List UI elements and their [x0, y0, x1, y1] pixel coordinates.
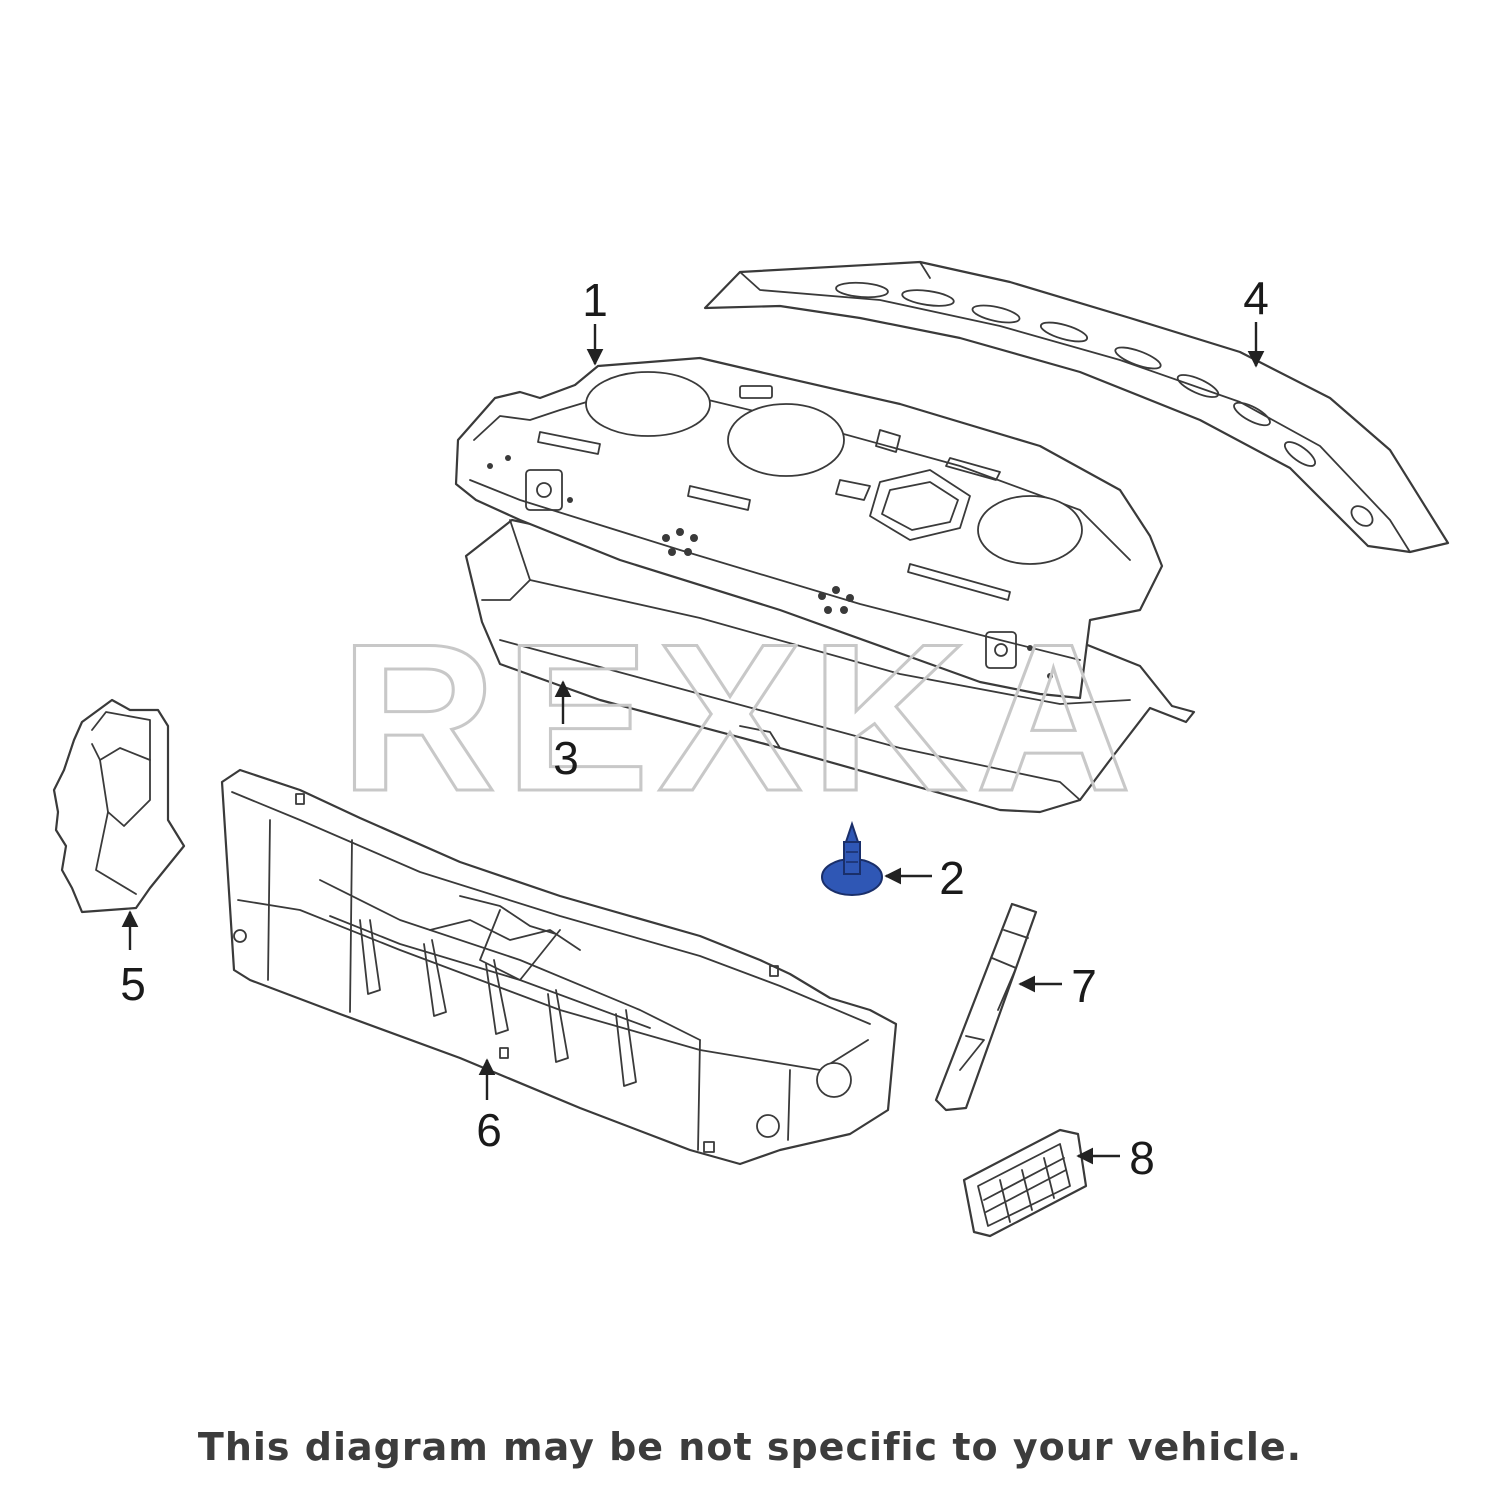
part-8-vent-grille — [962, 1128, 1088, 1238]
watermark-text: REXKA — [340, 600, 1140, 835]
callout-8: 8 — [1129, 1132, 1155, 1184]
callout-numbers: 1 2 3 4 5 6 7 8 — [120, 272, 1269, 1184]
callout-1: 1 — [582, 274, 608, 326]
callout-3: 3 — [553, 732, 579, 784]
part-5-side-bracket — [52, 698, 186, 914]
callout-6: 6 — [476, 1104, 502, 1156]
callout-2: 2 — [939, 852, 965, 904]
part-6-lower-rear-panel — [220, 768, 898, 1166]
callout-4: 4 — [1243, 272, 1269, 324]
part-4-upper-rail — [703, 260, 1450, 554]
callout-5: 5 — [120, 958, 146, 1010]
callout-7: 7 — [1071, 960, 1097, 1012]
part-7-strip — [934, 902, 1038, 1112]
disclaimer-text: This diagram may be not specific to your… — [197, 1425, 1303, 1469]
part-1-rear-shelf — [454, 356, 1164, 700]
part-2-push-pin — [821, 820, 883, 896]
leader-lines — [121, 322, 1265, 1165]
